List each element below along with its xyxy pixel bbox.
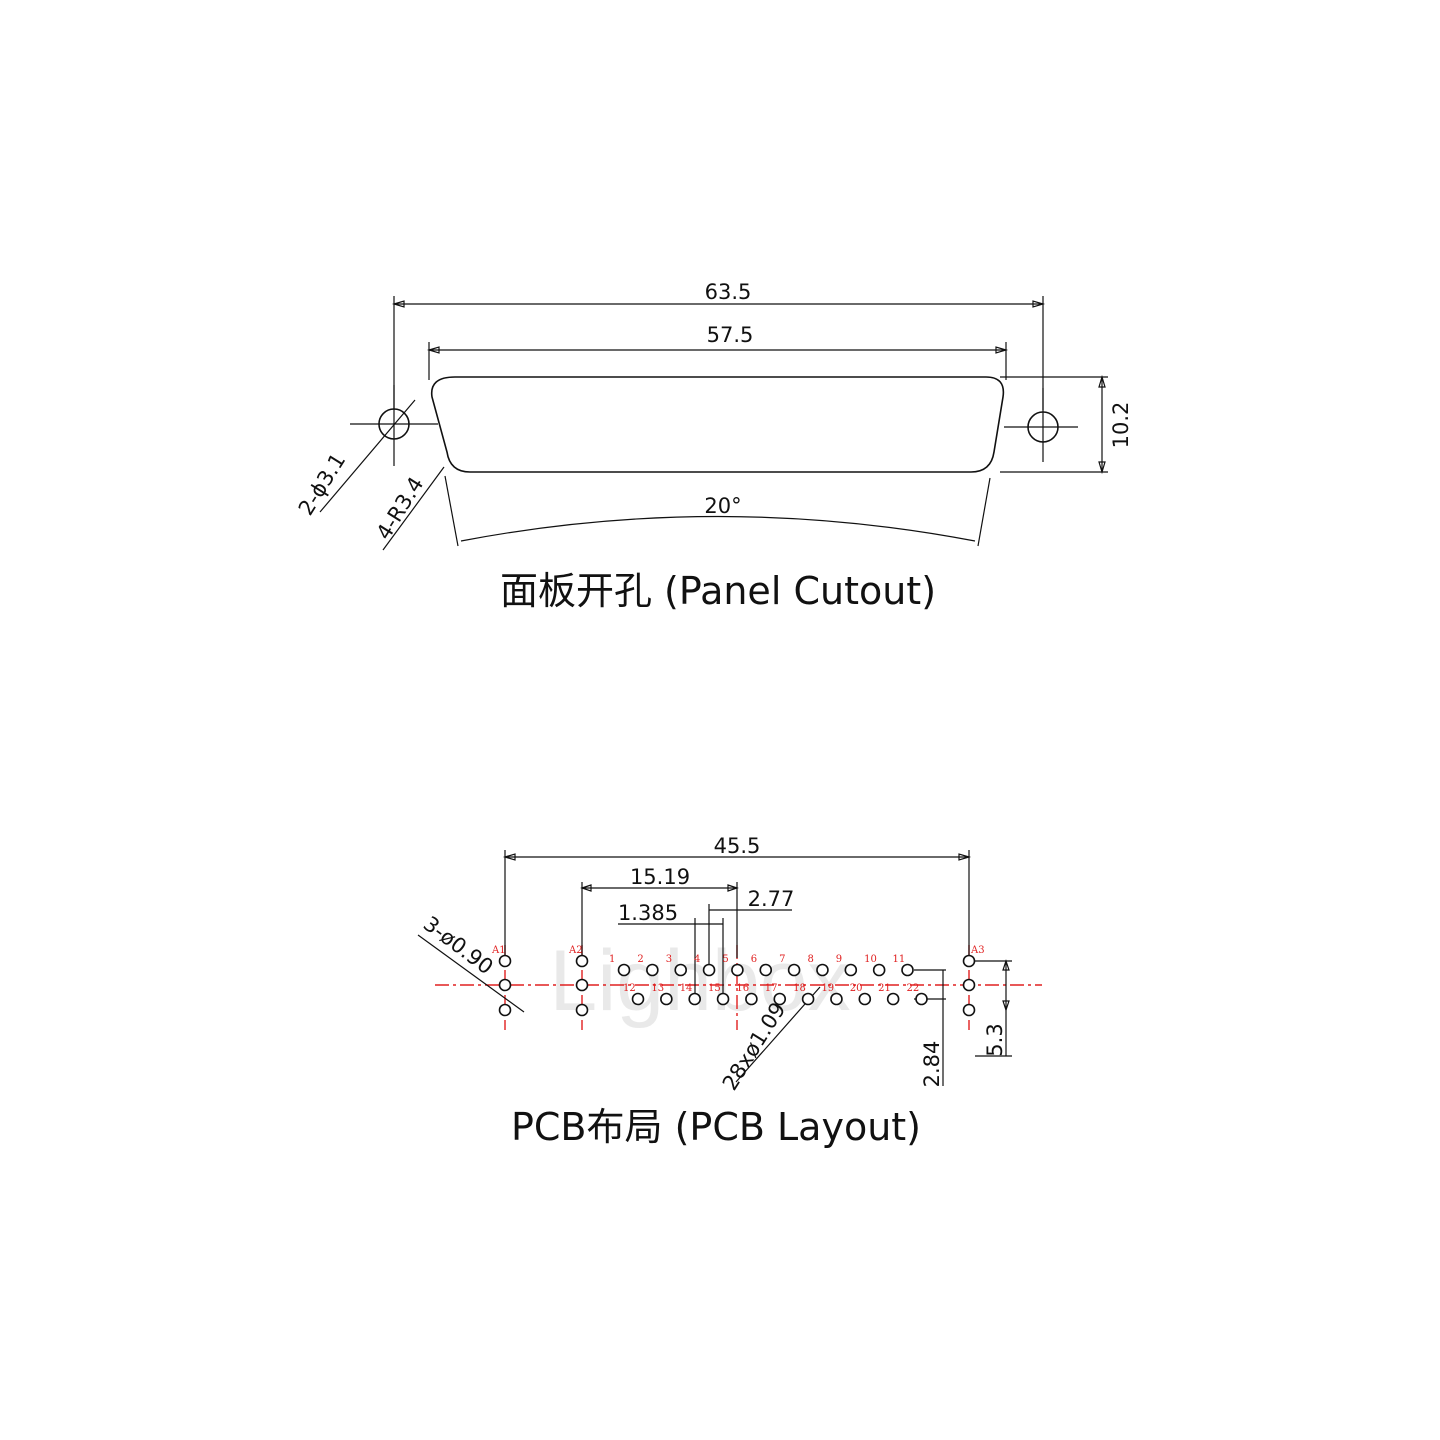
pin-label-9: 9: [836, 954, 842, 965]
hv-pin-holes: A1 A2 A3: [491, 945, 985, 1017]
pin-hole-15: [716, 992, 730, 1006]
pin-hole-18: [801, 992, 815, 1006]
pin-label-5: 5: [722, 954, 728, 965]
pin-hole-7: [787, 963, 801, 977]
pin-label-a2: A2: [568, 945, 583, 956]
a2-hole-top: [575, 954, 589, 968]
pin-label-20: 20: [850, 983, 863, 994]
dim-15-19-line: [581, 882, 738, 958]
a3-hole-bottom: [962, 1003, 976, 1017]
pin-hole-13: [660, 992, 673, 1006]
pcb-layout-view: Lighbox 45.5 15.19 2.77 1.385 5.3 2.84 3…: [417, 834, 1042, 1149]
watermark: Lighbox: [549, 933, 850, 1029]
dim-10-2-label: 10.2: [1109, 402, 1133, 449]
dim-63-5-line: [393, 296, 1044, 410]
pin-hole-14: [688, 992, 702, 1006]
dim-15-19-arrows: [580, 884, 739, 892]
pin-row-1: 1 2 3 4 5 6 7 8 9 10 11: [609, 954, 914, 977]
pin-hole-8: [816, 963, 829, 977]
dim-10-2-line: [1000, 376, 1108, 473]
pin-hole-4: [702, 963, 716, 977]
a1-hole-bottom: [498, 1003, 512, 1017]
pin-label-22: 22: [907, 983, 920, 994]
panel-cutout-view: 63.5 57.5 10.2 20° 2-ϕ3.1 4-R3.4 面板开孔 (P…: [294, 280, 1133, 613]
pin-label-12: 12: [623, 983, 636, 994]
dim-57-5-arrows: [426, 346, 1009, 354]
pin-label-8: 8: [807, 954, 813, 965]
pin-label-11: 11: [893, 954, 906, 965]
dim-45-5-label: 45.5: [714, 834, 761, 858]
pin-label-21: 21: [878, 983, 891, 994]
dim-45-5-arrows: [502, 853, 972, 861]
a2-hole-bottom: [575, 1003, 589, 1017]
dim-63-5-label: 63.5: [705, 280, 752, 304]
pin-hole-20: [858, 992, 872, 1006]
pin-label-3: 3: [666, 954, 672, 965]
cutout-outline: [430, 376, 1005, 473]
a1-hole-mid: [498, 978, 512, 992]
pin-hole-10: [872, 963, 886, 977]
pin-label-14: 14: [680, 983, 693, 994]
pin-hole-19: [830, 992, 843, 1006]
dim-57-5-line: [428, 342, 1007, 380]
pin-label-17: 17: [765, 983, 778, 994]
pin-label-16: 16: [736, 983, 749, 994]
dim-2-77-label: 2.77: [748, 887, 795, 911]
pin-hole-17: [773, 992, 787, 1006]
dim-2-77-line: [708, 904, 792, 966]
a1-hole-top: [498, 954, 512, 968]
pin-hole-21: [886, 992, 900, 1006]
pin-label-7: 7: [779, 954, 785, 965]
callout-radius-leader: [382, 466, 445, 551]
pin-hole-6: [759, 963, 773, 977]
pin-hole-5: [731, 963, 744, 977]
pin-label-15: 15: [708, 983, 721, 994]
pin-hole-9: [844, 963, 858, 977]
pin-hole-11: [901, 963, 914, 977]
dim-angle-extension: [444, 475, 991, 547]
mount-hole-right-center: [1004, 388, 1078, 462]
dim-1-385-line: [618, 918, 724, 998]
pin-label-6: 6: [751, 954, 757, 965]
dim-5-3-arrows: [1002, 959, 1010, 1012]
dim-45-5-line: [504, 850, 970, 958]
pin-label-1: 1: [609, 954, 615, 965]
callout-mount-holes-leader: [319, 399, 416, 513]
dim-2-84-label: 2.84: [920, 1041, 944, 1088]
pin-label-a3: A3: [970, 945, 985, 956]
pcb-layout-title: PCB布局 (PCB Layout): [511, 1105, 921, 1149]
pin-label-a1: A1: [491, 945, 506, 956]
pin-label-10: 10: [864, 954, 877, 965]
dim-angle-label: 20°: [704, 494, 741, 518]
dim-15-19-label: 15.19: [630, 865, 690, 889]
a2-hole-mid: [575, 978, 589, 992]
a3-hole-top: [962, 954, 976, 968]
pin-label-2: 2: [637, 954, 643, 965]
pin-hole-22: [915, 992, 928, 1006]
pin-label-18: 18: [793, 983, 806, 994]
pin-label-19: 19: [821, 983, 834, 994]
callout-big-holes-label: 3-ø0.90: [419, 912, 498, 980]
pin-hole-3: [674, 963, 688, 977]
dim-angle-arc: [460, 515, 976, 542]
callout-big-holes-leader: [417, 934, 525, 1013]
pin-hole-2: [646, 963, 659, 977]
pin-hole-16: [745, 992, 758, 1006]
dim-5-3-label: 5.3: [983, 1023, 1007, 1056]
pin-label-4: 4: [694, 954, 700, 965]
dim-63-5-arrows: [391, 300, 1046, 308]
pin-hole-1: [617, 963, 631, 977]
pin-label-13: 13: [651, 983, 664, 994]
pin-hole-12: [631, 992, 645, 1006]
pin-row-2: 12 13 14 15 16 17 18 19 20 21 22: [623, 983, 928, 1006]
callout-radius-label: 4-R3.4: [372, 473, 429, 544]
dim-10-2-arrows: [1098, 374, 1106, 475]
a3-hole-mid: [962, 978, 976, 992]
dim-57-5-label: 57.5: [707, 323, 754, 347]
panel-cutout-title: 面板开孔 (Panel Cutout): [500, 569, 936, 613]
dim-1-385-label: 1.385: [618, 901, 678, 925]
